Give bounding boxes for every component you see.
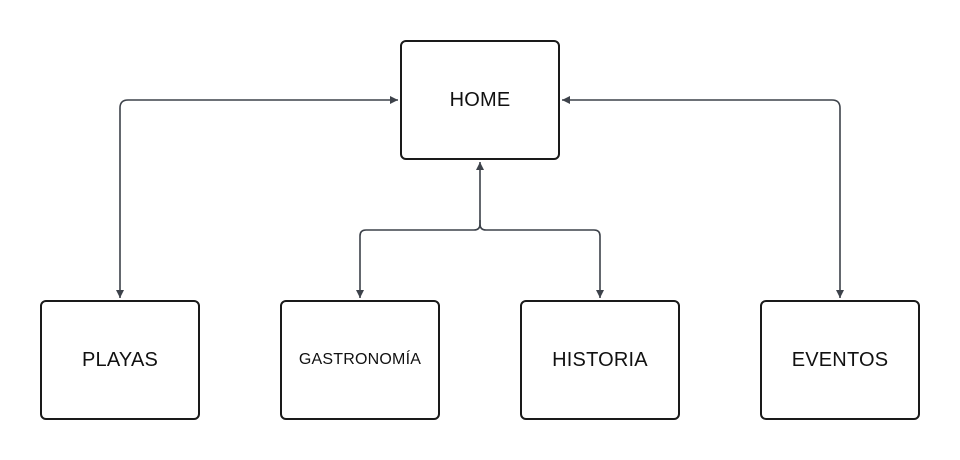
node-eventos: EVENTOS [760, 300, 920, 420]
node-home: HOME [400, 40, 560, 160]
connector-home-gastronomia [356, 162, 484, 298]
node-historia: HISTORIA [520, 300, 680, 420]
node-gastronomia: GASTRONOMÍA [280, 300, 440, 420]
connector-home-playas [116, 96, 398, 298]
node-gastronomia-label: GASTRONOMÍA [298, 351, 422, 368]
node-playas: PLAYAS [40, 300, 200, 420]
node-eventos-label: EVENTOS [791, 348, 889, 371]
node-historia-label: HISTORIA [552, 348, 648, 371]
node-home-label: HOME [449, 88, 511, 111]
node-playas-label: PLAYAS [81, 348, 159, 371]
connector-home-historia [479, 220, 604, 298]
connector-home-eventos [562, 96, 844, 298]
